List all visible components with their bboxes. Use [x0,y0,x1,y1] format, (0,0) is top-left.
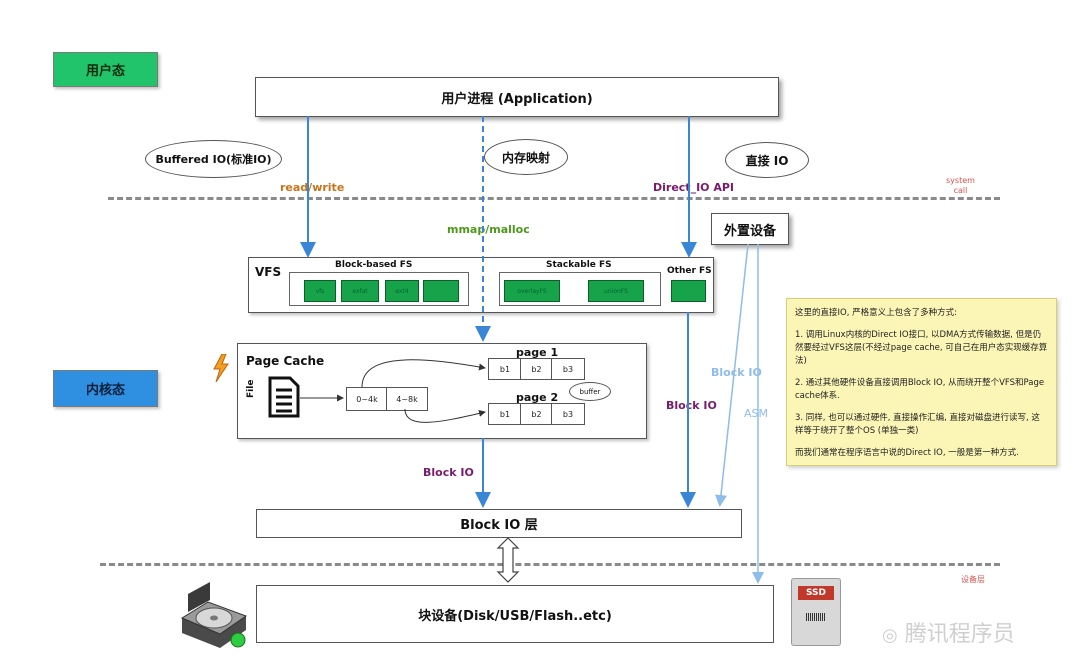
page1-b2-label: b2 [531,364,542,374]
watermark: ◎ 腾讯程序员 [882,616,1015,648]
range-0-4k-label: 0~4k [356,394,378,404]
block-io-label-left: Block IO [423,466,474,479]
note-paragraph-1: 这里的直接IO, 严格意义上包含了多种方式: [795,308,957,318]
block-io-label-right: Block IO [666,399,717,412]
block-io-layer-box: Block IO 层 [256,509,742,538]
user-mode-tag: 用户态 [53,52,158,87]
fs-exfat-box: exfat [341,280,379,302]
block-io-device-double-arrow [496,537,520,583]
fs-ext4-box: ext4 [385,280,419,302]
block-based-fs-title: Block-based FS [335,260,413,270]
document-icon [268,376,300,418]
range-4-8k: 4~8k [386,387,428,411]
application-box: 用户进程 (Application) [255,77,779,117]
explanation-note: 这里的直接IO, 严格意义上包含了多种方式: 1. 调用Linux内核的Dire… [786,298,1057,466]
fs-unionfs-box: unionFS [588,280,644,302]
system-call-divider [108,197,1000,200]
page1-b1: b1 [488,358,522,380]
note-paragraph-2: 1. 调用Linux内核的Direct IO接口, 以DMA方式传输数据, 但是… [795,330,1048,366]
stackable-fs-title: Stackable FS [546,260,612,270]
memory-map-cloud: 内存映射 [484,139,568,175]
page2-b1-label: b1 [499,409,511,419]
block-io-label-light: Block IO [711,366,762,379]
device-layer-divider [100,563,1000,566]
buffered-io-cloud: Buffered IO(标准IO) [145,140,282,178]
kernel-mode-tag: 内核态 [53,370,158,407]
note-paragraph-3: 2. 通过其他硬件设备直接调用Block IO, 从而绕开整个VFS和Page … [795,378,1045,401]
device-layer-label: 设备层 [961,575,985,584]
asm-label: ASM [744,407,768,420]
note-paragraph-4: 3. 同样, 也可以通过硬件, 直接操作汇编, 直接对磁盘进行读写, 这样等于绕… [795,413,1040,436]
weibo-icon: ◎ [882,625,898,646]
ssd-barcode [806,613,826,621]
range-to-page1-arrow [361,359,486,388]
page2-title: page 2 [516,391,559,404]
fs-vfs-box: vfs [304,280,336,302]
system-call-label: system call [946,176,975,195]
fs-ext4-label: ext4 [395,287,409,295]
page-cache-title: Page Cache [246,354,325,368]
ssd-label-box: SSD [798,586,834,600]
block-based-fs-group [289,272,469,306]
page2-b3-label: b3 [562,409,574,419]
user-mode-label: 用户态 [85,64,125,79]
external-device-label: 外置设备 [723,223,776,239]
fs-blank-box [423,280,459,302]
fs-exfat-label: exfat [352,287,368,295]
fs-other-box [671,280,706,302]
buffer-label: buffer [579,387,601,396]
read-write-label: read/write [280,181,345,194]
range-4-8k-label: 4~8k [396,394,418,404]
fs-overlayfs-box: overlayFS [504,280,560,302]
block-io-layer-label: Block IO 层 [460,518,538,533]
lightning-icon [213,354,229,382]
hard-disk-icon [180,582,248,648]
other-fs-title: Other FS [667,266,712,276]
block-device-label: 块设备(Disk/USB/Flash..etc) [418,608,612,624]
memory-map-label: 内存映射 [501,150,550,165]
direct-io-cloud: 直接 IO [725,142,809,178]
range-0-4k: 0~4k [346,387,388,411]
direct-io-label: 直接 IO [745,153,789,168]
page1-b3: b3 [551,358,585,380]
page2-b2-label: b2 [531,409,542,419]
mmap-malloc-label: mmap/malloc [447,223,530,236]
vfs-title: VFS [255,265,282,279]
fs-vfs-label: vfs [315,287,325,295]
ssd-label: SSD [805,588,827,598]
watermark-text: 腾讯程序员 [904,622,1015,647]
external-device-box: 外置设备 [711,213,789,245]
fs-unionfs-label: unionFS [604,287,628,295]
fs-overlayfs-label: overlayFS [517,287,547,295]
page1-b3-label: b3 [562,364,574,374]
application-label: 用户进程 (Application) [441,91,593,107]
ssd-icon: SSD [791,578,841,646]
page1-title: page 1 [516,346,559,359]
external-to-block-io-arrow [714,243,749,507]
page2-b3: b3 [551,403,585,425]
page1-b1-label: b1 [499,364,511,374]
range-to-page2-arrow [404,408,486,423]
buffered-io-label: Buffered IO(标准IO) [155,153,272,166]
stackable-fs-group [499,272,661,306]
kernel-mode-label: 内核态 [85,383,125,398]
buffer-bubble: buffer [569,382,611,401]
direct-io-api-label: Direct_IO API [653,181,735,194]
note-paragraph-5: 而我们通常在程序语言中说的Direct IO, 一般是第一种方式. [795,448,1019,458]
block-device-box: 块设备(Disk/USB/Flash..etc) [256,585,774,643]
